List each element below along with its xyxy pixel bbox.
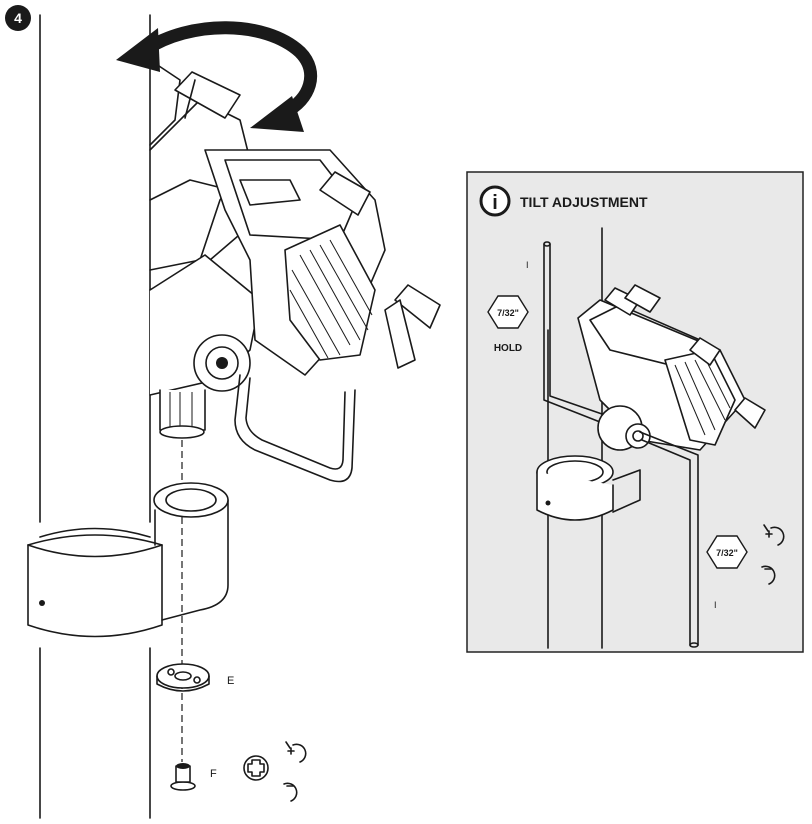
hold-label: HOLD: [494, 343, 522, 354]
hex-wrench-icon: 7/32": [487, 295, 529, 329]
tablet-mount-assembly: [149, 59, 441, 483]
panel-title: TILT ADJUSTMENT: [520, 194, 648, 210]
tilt-adjustment-panel: i TILT ADJUSTMENT I I: [466, 171, 804, 653]
tighten-loosen-icon: [761, 524, 785, 585]
part-label-f: F: [210, 768, 217, 780]
part-label-e: E: [227, 675, 234, 687]
plus-screw-icon: [243, 755, 269, 781]
washer-e: [156, 663, 210, 692]
step-badge-icon: 4: [5, 5, 31, 31]
hold-wrench-size: 7/32": [497, 308, 519, 318]
rotate-arrow-icon: [116, 21, 318, 132]
info-glyph: i: [492, 192, 498, 214]
turn-wrench-size: 7/32": [716, 548, 738, 558]
screw-f: [170, 763, 196, 791]
hex-wrench-icon: 7/32": [706, 535, 748, 569]
guide-mark-bottom: I: [714, 600, 717, 610]
step-number: 4: [14, 10, 22, 26]
tighten-loosen-icon: [283, 741, 307, 802]
guide-mark-top: I: [526, 260, 529, 270]
pole-collar: [27, 482, 229, 638]
info-icon: i: [479, 185, 511, 217]
main-pole: [39, 14, 151, 819]
